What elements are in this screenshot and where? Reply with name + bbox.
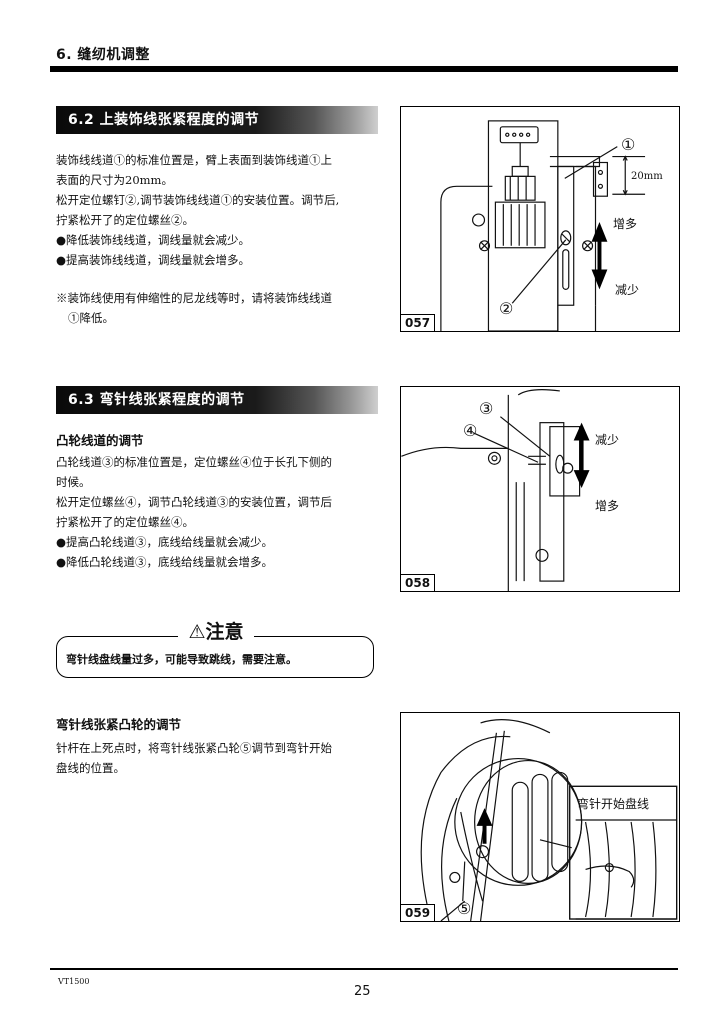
figure-059-drawing <box>420 719 678 921</box>
callout-2: ② <box>499 299 514 318</box>
figure-number: 057 <box>401 314 436 331</box>
paragraph-line: 拧紧松开了的定位螺丝②。 <box>56 213 194 227</box>
paragraph-line: ●提高凸轮线道③，底线给线量就会减少。 <box>56 535 274 549</box>
figure-059: 弯针开始盘线 ⑤ 059 <box>400 712 680 922</box>
section-title-6-3: 6.3 弯针线张紧程度的调节 <box>56 386 378 414</box>
figure-number: 059 <box>401 904 436 921</box>
section-6-2-body: 装饰线线道①的标准位置是，臂上表面到装饰线道①上 表面的尺寸为20mm。 松开定… <box>56 150 386 270</box>
chapter-title: 6. 缝纫机调整 <box>56 47 150 63</box>
callout-4: ④ <box>463 421 478 440</box>
inset-label: 弯针开始盘线 <box>577 797 650 811</box>
subsection-2-body: 针杆在上死点时，将弯针线张紧凸轮⑤调节到弯针开始 盘线的位置。 <box>56 738 386 778</box>
subsection-1-body: 凸轮线道③的标准位置是，定位螺丝④位于长孔下侧的 时候。 松开定位螺丝④，调节凸… <box>56 452 386 572</box>
chapter-rule <box>50 66 678 72</box>
dimension-label: 20mm <box>631 171 663 182</box>
label-increase: 增多 <box>613 217 638 231</box>
figure-057-drawing <box>440 120 646 331</box>
footer-model: VT1500 <box>58 977 90 986</box>
paragraph-line: 针杆在上死点时，将弯针线张紧凸轮⑤调节到弯针开始 <box>56 741 332 755</box>
paragraph-line: 拧紧松开了的定位螺丝④。 <box>56 515 194 529</box>
figure-number: 058 <box>401 574 436 591</box>
paragraph-line: 表面的尺寸为20mm。 <box>56 173 173 187</box>
section-6-2-note: ※装饰线使用有伸缩性的尼龙线等时，请将装饰线线道 ①降低。 <box>56 288 396 328</box>
paragraph-line: 松开定位螺钉②,调节装饰线线道①的安装位置。调节后, <box>56 193 340 207</box>
paragraph-line: 松开定位螺丝④，调节凸轮线道③的安装位置，调节后 <box>56 495 332 509</box>
label-decrease: 减少 <box>595 433 620 447</box>
paragraph-line: ●降低凸轮线道③，底线给线量就会增多。 <box>56 555 274 569</box>
label-increase: 增多 <box>595 499 620 513</box>
callout-5: ⑤ <box>457 899 472 918</box>
paragraph-line: 盘线的位置。 <box>56 761 125 775</box>
callout-1: ① <box>621 135 636 154</box>
figure-058-drawing <box>401 389 590 591</box>
note-line: ①降低。 <box>68 311 114 325</box>
figure-058: ③ ④ 减少 增多 058 <box>400 386 680 592</box>
page-number: 25 <box>354 984 371 999</box>
note-line: ※装饰线使用有伸缩性的尼龙线等时，请将装饰线线道 <box>56 291 332 305</box>
subsection-title-cam-thread-guide: 凸轮线道的调节 <box>56 433 144 448</box>
paragraph-line: 装饰线线道①的标准位置是，臂上表面到装饰线道①上 <box>56 153 332 167</box>
caution-title: ⚠注意 <box>178 618 254 646</box>
paragraph-line: ●提高装饰线线道，调线量就会增多。 <box>56 253 251 267</box>
paragraph-line: 时候。 <box>56 475 91 489</box>
callout-3: ③ <box>479 399 494 418</box>
figure-057: ① 20mm 增多 减少 ② 057 <box>400 106 680 332</box>
subsection-title-looper-cam: 弯针线张紧凸轮的调节 <box>56 717 182 732</box>
paragraph-line: 凸轮线道③的标准位置是，定位螺丝④位于长孔下侧的 <box>56 455 332 469</box>
caution-text: 弯针线盘线量过多，可能导致跳线，需要注意。 <box>66 653 297 666</box>
section-title-6-2: 6.2 上装饰线张紧程度的调节 <box>56 106 378 134</box>
paragraph-line: ●降低装饰线线道，调线量就会减少。 <box>56 233 251 247</box>
label-decrease: 减少 <box>615 283 640 297</box>
footer-rule <box>50 968 678 970</box>
